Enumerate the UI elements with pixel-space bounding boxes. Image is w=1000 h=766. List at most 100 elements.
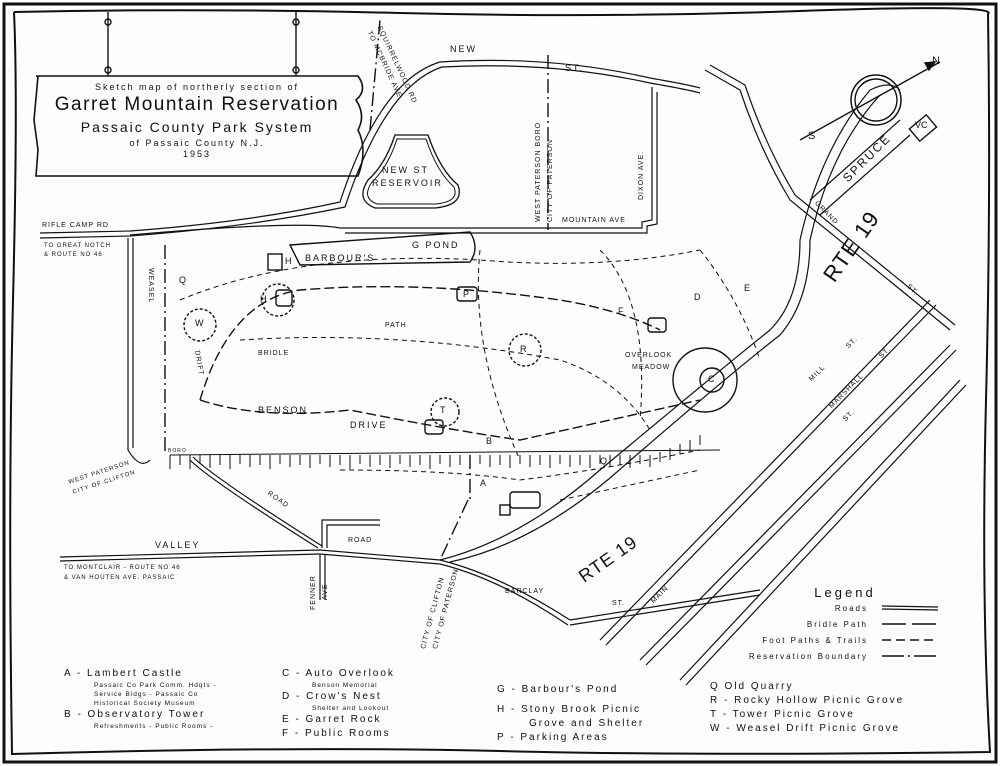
marker-q: Q — [179, 275, 189, 285]
label-dixon-ave: Dixon Ave. — [638, 150, 645, 200]
label-rifle-camp-rd: Rifle Camp Rd — [42, 222, 109, 229]
key-w: W - Weasel Drift Picnic Grove — [710, 723, 901, 734]
key-t: T - Tower Picnic Grove — [710, 709, 855, 720]
legend-swatch-foot-paths — [882, 639, 938, 641]
key-c-note: Benson Memorial — [312, 682, 378, 689]
key-h-cont: Grove and Shelter — [529, 718, 645, 729]
label-benson: Benson — [258, 405, 309, 415]
legend-swatch-boundary — [882, 655, 938, 657]
label-fenner: Fenner — [310, 575, 317, 610]
marker-r: R — [520, 344, 529, 354]
key-a: A - Lambert Castle — [64, 668, 183, 679]
marker-f: F — [618, 306, 626, 316]
legend-item-foot-paths: Foot Paths & Trails — [680, 632, 940, 648]
label-barclay: Barclay — [505, 588, 545, 595]
key-column-3: G - Barbour's Pond H - Stony Brook Picni… — [497, 683, 644, 745]
label-path: Path — [385, 322, 407, 329]
key-b: B - Observatory Tower — [64, 709, 206, 720]
label-west-paterson-boro: West Paterson Boro — [535, 121, 542, 222]
label-barclay-st: St. — [612, 600, 626, 607]
reservation-boundary — [164, 19, 549, 561]
label-boro: Boro — [168, 448, 187, 454]
label-bridle: Bridle — [258, 350, 290, 357]
marker-t: T — [440, 405, 448, 415]
label-road-2: Road — [348, 537, 373, 544]
title-hangers — [33, 12, 364, 177]
roads — [39, 59, 967, 686]
key-h: H - Stony Brook Picnic — [497, 704, 642, 715]
auto-overlook-circle — [672, 347, 738, 413]
compass-rose — [799, 61, 941, 143]
label-great-notch-2: & Route No 46 — [44, 252, 103, 258]
label-overlook: Overlook — [625, 352, 673, 359]
legend-item-boundary: Reservation Boundary — [680, 648, 940, 664]
key-r: R - Rocky Hollow Picnic Grove — [710, 695, 905, 706]
title-year: 1953 — [182, 149, 212, 159]
map-title-block: Sketch map of northerly section of Garre… — [36, 76, 358, 176]
key-column-4: Q Old Quarry R - Rocky Hollow Picnic Gro… — [710, 680, 904, 736]
marker-w: W — [195, 318, 206, 328]
marker-p: P — [463, 289, 472, 299]
cliff-hachures — [169, 435, 721, 469]
marker-d: D — [694, 292, 703, 302]
legend-label: Roads — [834, 603, 868, 613]
bridle-path — [199, 285, 701, 441]
label-valley: Valley — [155, 540, 201, 550]
legend-title: Legend — [814, 585, 876, 600]
title-county: of Passaic County N.J. — [129, 138, 265, 148]
barbours-pond — [288, 231, 476, 266]
marker-h-grove: H — [260, 294, 269, 304]
label-great-notch-1: To Great Notch — [44, 243, 112, 249]
key-b-note: Refreshments - Public Rooms - — [94, 723, 214, 730]
key-a-note: Historical Society Museum — [94, 700, 196, 707]
label-vc: Vc — [915, 120, 928, 130]
marker-h: H — [285, 256, 294, 266]
legend-item-bridle-path: Bridle Path — [680, 616, 940, 632]
label-weasel: Weasel — [147, 268, 154, 304]
legend: Legend Roads Bridle Path Foot Paths & Tr… — [680, 585, 940, 664]
picnic-groves — [183, 283, 542, 427]
key-e: E - Garret Rock — [282, 714, 382, 725]
label-montclair-2: & Van Houten Ave. Passaic — [64, 575, 176, 581]
title-main: Garret Mountain Reservation — [54, 94, 340, 115]
label-reservoir-2: Reservoir — [372, 178, 443, 188]
marker-a: A — [480, 478, 489, 488]
key-d: D - Crow's Nest — [282, 691, 382, 702]
key-g: G - Barbour's Pond — [497, 684, 619, 695]
title-line-1: Sketch map of northerly section of — [94, 82, 300, 92]
label-fenner-ave: Ave — [322, 583, 329, 601]
parking-areas — [267, 253, 667, 516]
compass-north: N — [932, 55, 942, 67]
marker-b: B — [486, 436, 495, 446]
legend-label: Reservation Boundary — [748, 651, 868, 661]
marker-c: C — [708, 374, 717, 384]
new-st-reservoir — [362, 134, 460, 209]
label-reservoir-1: New St — [382, 165, 429, 175]
foot-paths — [179, 249, 761, 501]
reservoir-inner — [367, 138, 456, 205]
compass-south: S — [808, 130, 818, 142]
key-a-note: Passaic Co Park Comm. Hdqts - — [94, 682, 217, 689]
label-drive: Drive — [350, 420, 388, 430]
legend-swatch-roads — [881, 605, 939, 611]
title-park-system: Passaic County Park System — [80, 119, 314, 135]
marker-e: E — [744, 283, 753, 293]
key-a-note: Service Bldgs - Passaic Co — [94, 691, 199, 698]
label-g-pond: G Pond — [412, 240, 460, 250]
key-p: P - Parking Areas — [497, 732, 609, 743]
legend-label: Bridle Path — [806, 619, 868, 629]
key-f: F - Public Rooms — [282, 728, 391, 739]
label-barbours: Barbour's — [305, 253, 376, 263]
key-column-1: A - Lambert Castle Passaic Co Park Comm.… — [64, 667, 217, 731]
key-c: C - Auto Overlook — [282, 668, 395, 679]
label-city-of-paterson: City of Paterson — [547, 139, 554, 222]
marker-q-2: Q — [600, 456, 610, 466]
label-new: New — [450, 44, 477, 54]
legend-label: Foot Paths & Trails — [762, 635, 868, 645]
label-meadow: Meadow — [632, 364, 671, 371]
label-montclair-1: To Montclair - Route No 46 — [64, 565, 181, 571]
key-q: Q Old Quarry — [710, 681, 794, 692]
